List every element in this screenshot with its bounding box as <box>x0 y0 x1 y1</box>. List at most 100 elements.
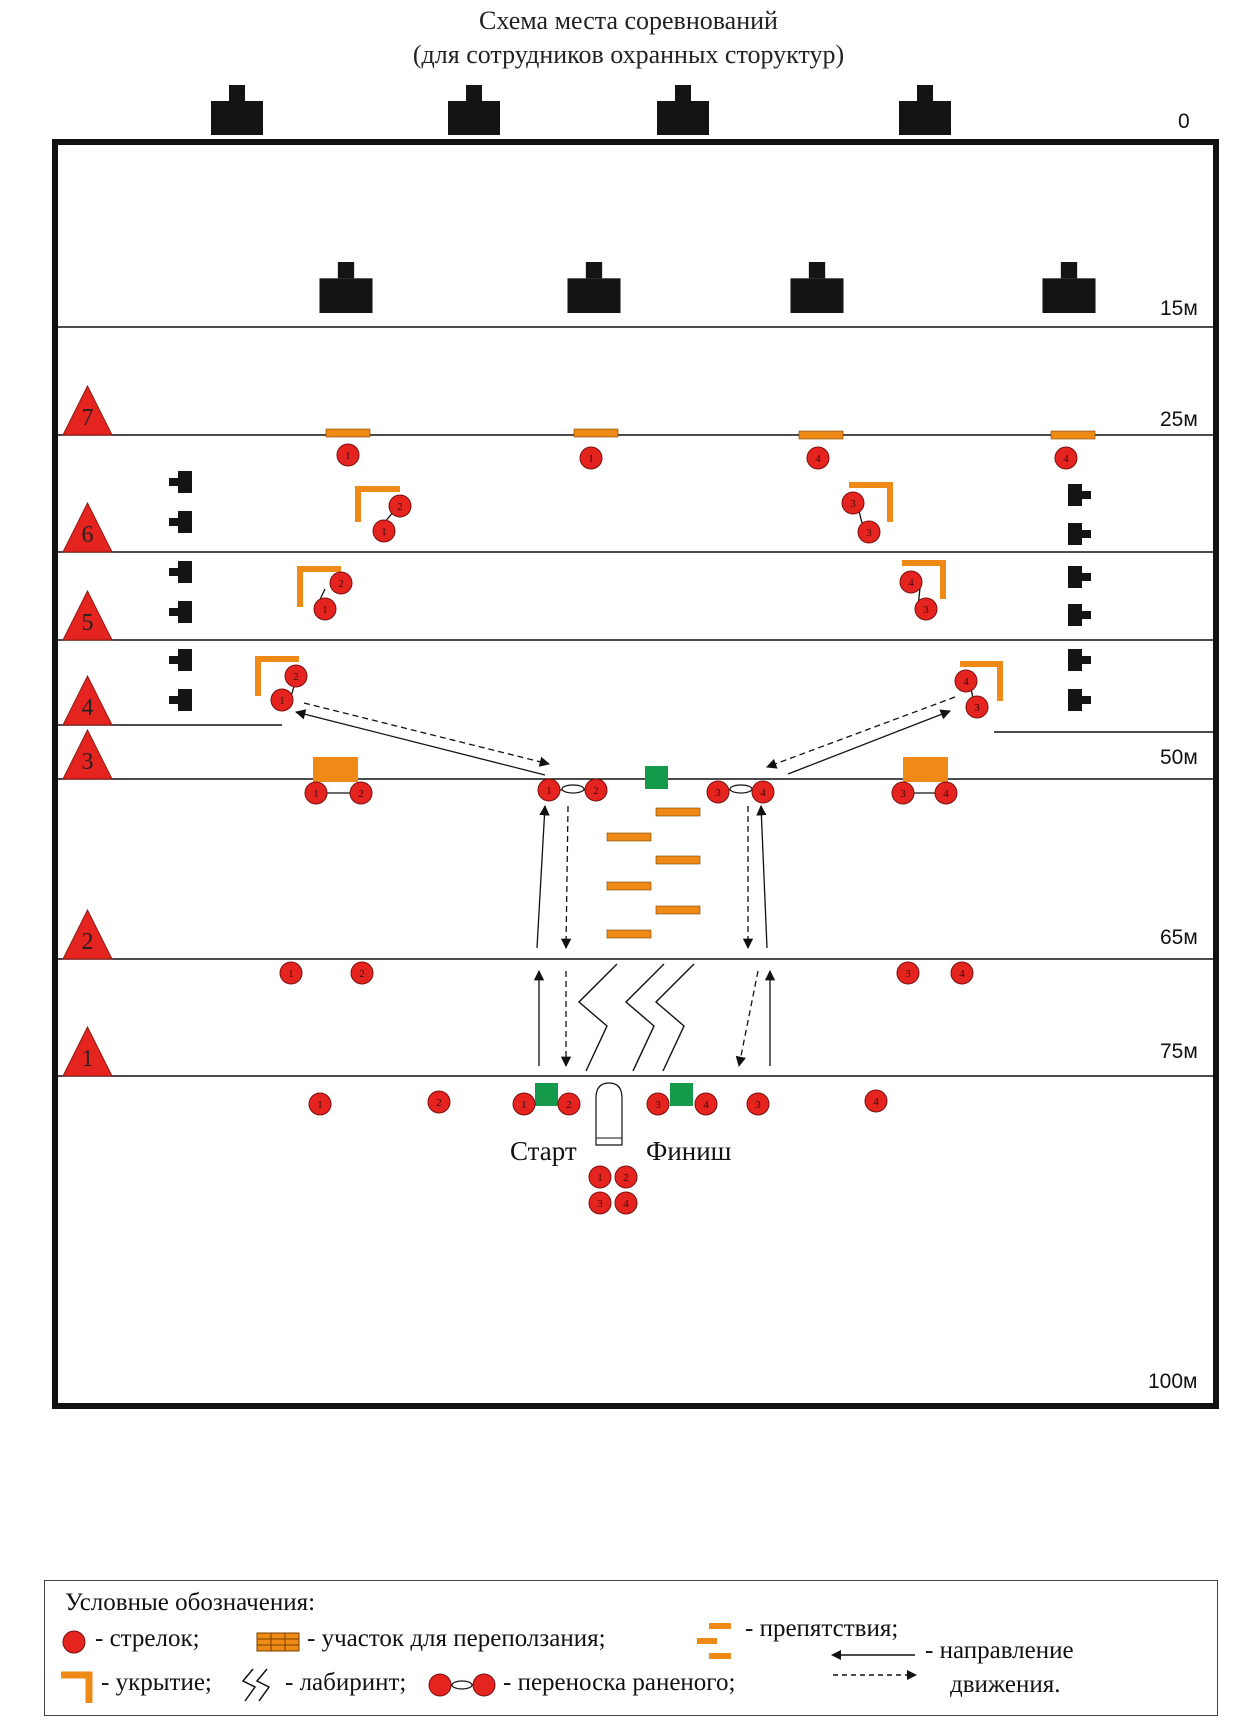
shooter-icon: 1 <box>304 781 328 805</box>
obstacle-icon <box>573 428 619 438</box>
shooter-icon: 4 <box>694 1092 718 1116</box>
shooter-icon: 3 <box>646 1092 670 1116</box>
side-target-icon <box>169 471 192 493</box>
maze-icon <box>654 963 695 1072</box>
shooter-icon: 1 <box>537 778 561 802</box>
shooter-number: 4 <box>943 788 949 800</box>
stretcher-icon <box>561 784 585 794</box>
shooter-icon: 2 <box>284 664 308 688</box>
obstacle-icon <box>655 855 701 865</box>
shooter-number: 2 <box>359 968 365 980</box>
maze-icon <box>241 1668 271 1702</box>
side-target-icon <box>169 601 192 623</box>
obstacle-icon <box>606 881 652 891</box>
diagram-title: Схема места соревнований <box>479 6 778 35</box>
shooter-number: 3 <box>715 787 721 799</box>
legend-cover: - укрытие; <box>101 1669 212 1696</box>
side-target-icon <box>169 649 192 671</box>
shooter-number: 1 <box>521 1099 527 1111</box>
shooter-number: 3 <box>755 1099 761 1111</box>
distance-label-75: 75м <box>1160 1040 1198 1063</box>
obstacle-icon <box>655 905 701 915</box>
cover-icon <box>902 560 946 599</box>
shooter-number: 2 <box>593 785 599 797</box>
cover-icon <box>255 656 299 696</box>
side-target-icon <box>169 561 192 583</box>
target-icon <box>448 85 500 135</box>
legend-carry: - переноска раненого; <box>503 1669 736 1696</box>
shooter-icon: 3 <box>706 780 730 804</box>
dashed-arrow <box>560 805 572 950</box>
carry-icon <box>428 1673 496 1697</box>
obstacle-icon <box>1050 430 1096 440</box>
shooter-number: 2 <box>397 501 403 513</box>
side-target-icon <box>1068 484 1091 506</box>
shooter-icon: 4 <box>934 781 958 805</box>
obstacle-icon <box>606 929 652 939</box>
legend-direction-2: движения. <box>950 1671 1061 1698</box>
legend-maze: - лабиринт; <box>285 1669 407 1696</box>
shooter-number: 1 <box>322 604 328 616</box>
obstacle-icon <box>325 428 371 438</box>
shooter-icon: 2 <box>557 1092 581 1116</box>
shooter-icon: 2 <box>614 1165 638 1189</box>
shooter-number: 4 <box>908 577 914 589</box>
shooter-icon: 3 <box>891 781 915 805</box>
shooter-icon: 2 <box>388 494 412 518</box>
stage-triangle-icon <box>62 501 113 553</box>
side-target-icon <box>1068 689 1091 711</box>
shooter-icon: 4 <box>1054 446 1078 470</box>
shooter-number: 4 <box>703 1099 709 1111</box>
shooter-number: 1 <box>279 695 285 707</box>
stage-triangle-icon <box>62 1025 113 1077</box>
stage-number: 1 <box>82 1046 94 1072</box>
target-icon <box>657 85 709 135</box>
shooter-icon: 4 <box>751 780 775 804</box>
stage-number: 5 <box>82 610 94 636</box>
legend: Условные обозначения: - стрелок; - участ… <box>44 1580 1218 1716</box>
finish-label: Финиш <box>646 1136 732 1166</box>
cover-icon <box>355 486 400 522</box>
shooter-number: 2 <box>623 1172 629 1184</box>
obstacle-icon <box>697 1623 731 1659</box>
shooter-icon: 3 <box>588 1191 612 1215</box>
obstacle-icon <box>655 807 701 817</box>
diagram-subtitle: (для сотрудников охранных сторуктур) <box>412 40 845 69</box>
shooter-icon: 3 <box>841 491 865 515</box>
shooter-number: 3 <box>905 968 911 980</box>
shooter-number: 1 <box>345 450 351 462</box>
target-icon <box>211 85 263 135</box>
movement-arrows <box>294 696 956 1068</box>
legend-direction-1: - направление <box>925 1637 1074 1664</box>
shooter-number: 4 <box>623 1198 629 1210</box>
side-target-icon <box>169 689 192 711</box>
shooter-icon: 2 <box>329 571 353 595</box>
shooter-number: 4 <box>1063 453 1069 465</box>
distance-label-0: 0 <box>1178 110 1190 133</box>
distance-label-50: 50м <box>1160 746 1198 769</box>
target-icon <box>790 262 844 313</box>
shooter-icon: 1 <box>588 1165 612 1189</box>
shooter-number: 1 <box>588 453 594 465</box>
solid-arrow <box>787 709 951 775</box>
shooter-number: 2 <box>293 671 299 683</box>
shooter-number: 1 <box>313 788 319 800</box>
shooter-icon: 2 <box>427 1090 451 1114</box>
solid-arrow <box>536 804 550 949</box>
obstacles <box>313 428 1096 939</box>
shooter-number: 4 <box>963 676 969 688</box>
target-icon <box>899 85 951 135</box>
shooter-icon: 1 <box>336 443 360 467</box>
shooter-icon: 1 <box>372 519 396 543</box>
stage-number: 2 <box>82 929 94 955</box>
shooter-icon: 3 <box>914 597 938 621</box>
shooter-number: 3 <box>923 604 929 616</box>
shooter-number: 3 <box>866 527 872 539</box>
target-icon <box>319 262 373 313</box>
shooter-number: 3 <box>974 702 980 714</box>
distance-label-15: 15м <box>1160 297 1198 320</box>
shooter-number: 3 <box>597 1198 603 1210</box>
shooter-icon: 4 <box>899 570 923 594</box>
